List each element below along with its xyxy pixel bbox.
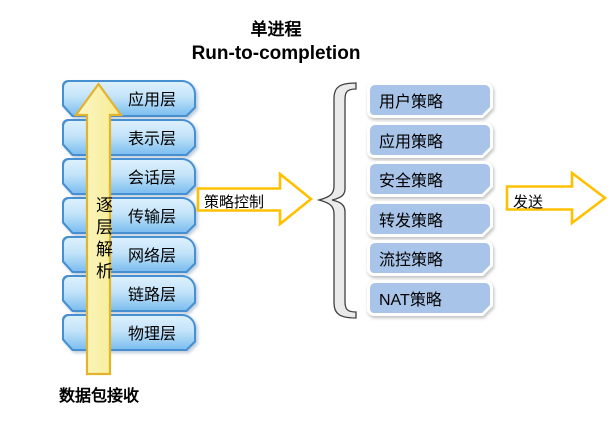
policy-label: 流控策略 xyxy=(379,252,444,269)
title-english: Run-to-completion xyxy=(191,43,361,64)
policy-box-flowctrl: 流控策略 xyxy=(367,240,493,276)
packet-receive-label: 数据包接收 xyxy=(59,388,140,405)
policy-label: NAT策略 xyxy=(379,292,442,309)
layer-box-physical: 物理层 xyxy=(62,314,196,351)
diagram-title: 单进程 Run-to-completion xyxy=(146,18,406,65)
send-label: 发送 xyxy=(513,194,544,211)
up-arrow-label: 逐层解析 xyxy=(93,196,112,284)
layer-label: 应用层 xyxy=(127,91,176,109)
policy-box-user: 用户策略 xyxy=(367,82,493,118)
layer-label: 网络层 xyxy=(127,247,176,265)
layer-box-transport: 传输层 xyxy=(62,197,196,234)
layer-box-application: 应用层 xyxy=(62,80,196,117)
policy-label: 用户策略 xyxy=(379,94,444,111)
layer-label: 传输层 xyxy=(127,208,176,226)
layer-box-presentation: 表示层 xyxy=(62,119,196,156)
policy-box-app: 应用策略 xyxy=(367,122,493,158)
policy-box-forward: 转发策略 xyxy=(367,201,493,237)
layer-label: 会话层 xyxy=(127,169,176,187)
layer-label: 表示层 xyxy=(127,130,176,148)
title-chinese: 单进程 xyxy=(250,20,302,39)
policy-box-security: 安全策略 xyxy=(367,161,493,197)
layer-label: 物理层 xyxy=(127,325,176,343)
layer-box-link: 链路层 xyxy=(62,275,196,312)
policy-label: 应用策略 xyxy=(379,134,444,151)
layer-box-network: 网络层 xyxy=(62,236,196,273)
policy-label: 转发策略 xyxy=(379,213,444,230)
policy-box-nat: NAT策略 xyxy=(367,280,493,316)
layer-box-session: 会话层 xyxy=(62,158,196,195)
layer-label: 链路层 xyxy=(127,286,176,304)
policy-control-label: 策略控制 xyxy=(204,194,265,211)
left-brace-shape xyxy=(316,82,357,319)
policy-label: 安全策略 xyxy=(379,173,444,190)
